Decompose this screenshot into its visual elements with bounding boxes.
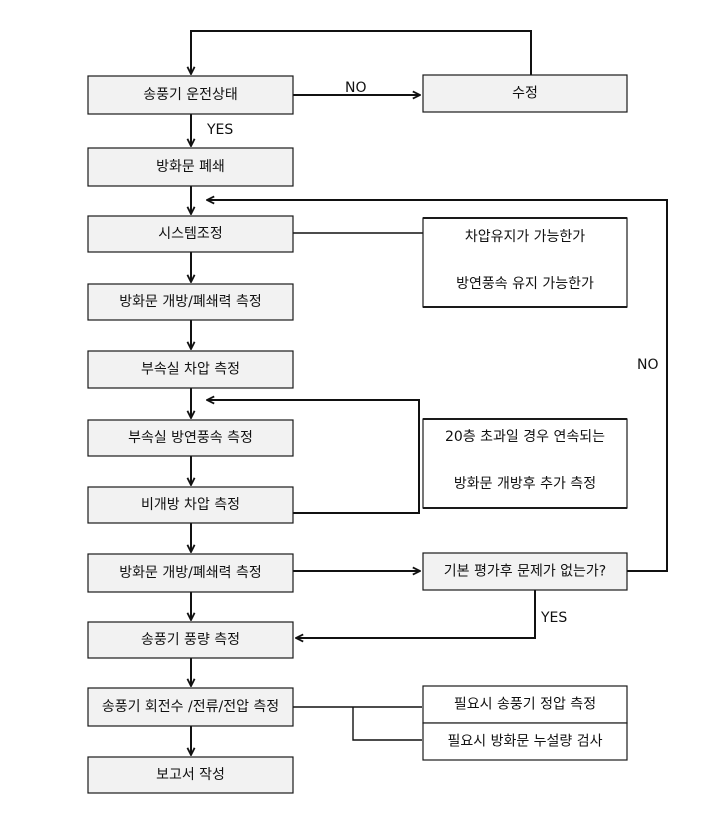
node-door-force-2: 방화문 개방/폐쇄력 측정 [87,553,294,593]
node-fan-airflow: 송풍기 풍량 측정 [87,621,294,659]
node-label: 송풍기 회전수 /전류/전압 측정 [102,699,279,715]
node-label: 비개방 차압 측정 [141,497,240,513]
note-line: 차압유지가 가능한가 [465,229,585,245]
node-label: 시스템조정 [158,226,222,242]
connectors [191,30,668,755]
label-yes-top: YES [206,122,233,138]
node-vestibule-velocity: 부속실 방연풍속 측정 [87,419,294,457]
node-report: 보고서 작성 [87,756,294,794]
leader-measure-notes [293,706,422,741]
node-label: 방화문 폐쇄 [156,159,225,175]
label-yes-bottom: YES [540,610,567,626]
edge-eval-no-loop [207,200,668,572]
node-label: 방화문 개방/폐쇄력 측정 [119,565,261,581]
edge-fix-loop [191,30,532,76]
node-label: 기본 평가후 문제가 없는가? [444,564,606,580]
note-line: 필요시 송풍기 정압 측정 [454,697,596,713]
node-label: 수정 [512,86,538,102]
label-no-right: NO [637,357,659,373]
note-line: 방연풍속 유지 가능한가 [456,276,594,292]
node-fan-status: 송풍기 운전상태 [87,75,294,115]
node-vestibule-dp: 부속실 차압 측정 [87,350,294,389]
note-optional-leakage: 필요시 방화문 누설량 검사 [422,722,628,761]
note-line: 방화문 개방후 추가 측정 [454,476,596,492]
node-basic-eval: 기본 평가후 문제가 없는가? [422,552,628,591]
label-no-top: NO [345,80,367,96]
node-nonopen-dp: 비개방 차압 측정 [87,486,294,524]
note-line: 20층 초과일 경우 연속되는 [445,429,605,445]
node-label: 송풍기 풍량 측정 [141,632,240,648]
node-label: 보고서 작성 [156,767,225,783]
node-label: 부속실 차압 측정 [141,362,240,378]
node-label: 방화문 개방/폐쇄력 측정 [119,294,261,310]
edge-eval-yes [296,590,536,638]
node-label: 부속실 방연풍속 측정 [128,430,253,446]
note-line: 필요시 방화문 누설량 검사 [447,734,602,750]
node-door-force-1: 방화문 개방/폐쇄력 측정 [87,283,294,321]
note-floor-extra: 20층 초과일 경우 연속되는 방화문 개방후 추가 측정 [422,418,628,509]
node-label: 송풍기 운전상태 [143,87,238,103]
node-fan-measure: 송풍기 회전수 /전류/전압 측정 [87,687,294,727]
note-system-check: 차압유지가 가능한가 방연풍속 유지 가능한가 [422,217,628,308]
node-system-adjust: 시스템조정 [87,215,294,253]
node-fix: 수정 [422,74,628,113]
node-door-close: 방화문 폐쇄 [87,147,294,187]
note-optional-static-pressure: 필요시 송풍기 정압 측정 [422,685,628,724]
edge-ndp-loop [207,400,420,514]
